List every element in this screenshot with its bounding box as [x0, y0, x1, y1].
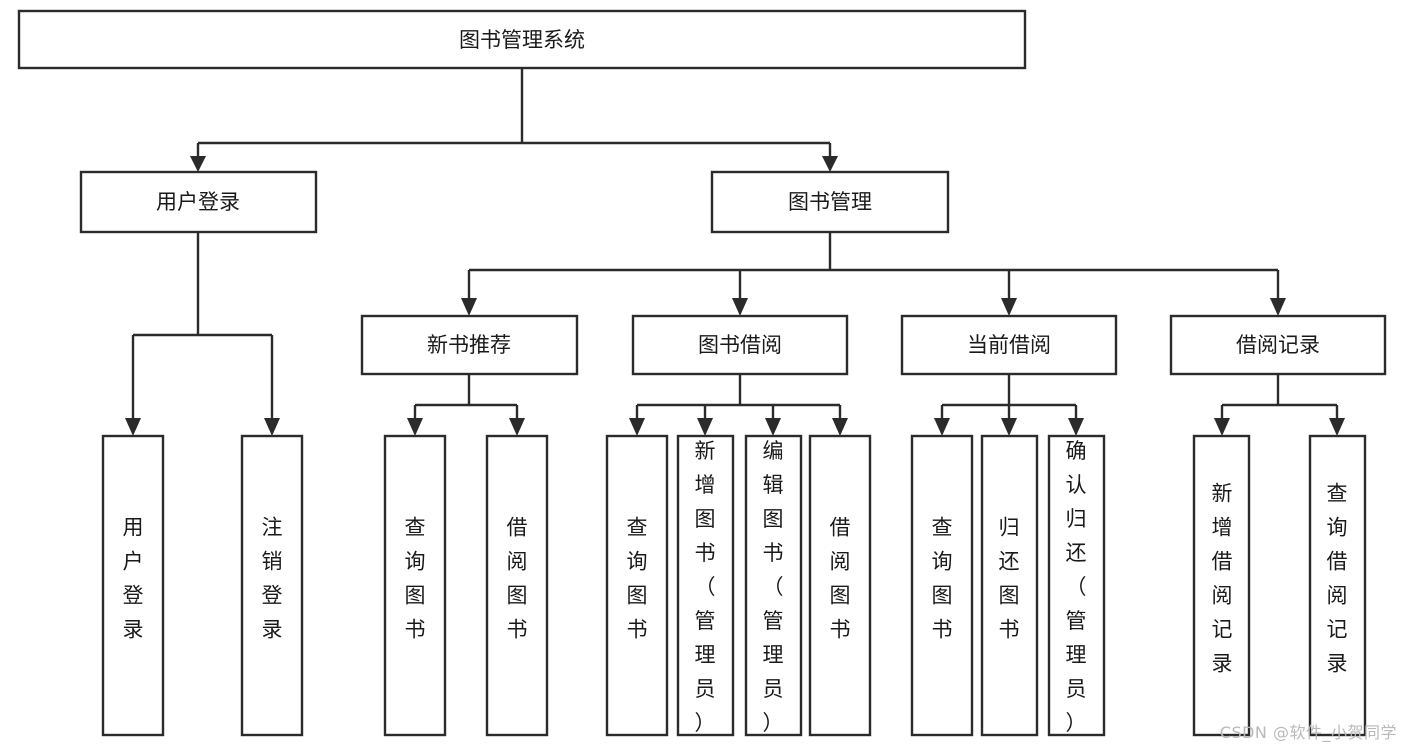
arrow-record-leaf-2 — [1329, 418, 1345, 436]
node-new-book-recommend-label: 新书推荐 — [427, 333, 511, 357]
node-book-borrow-box[interactable] — [631, 314, 849, 376]
leaf-record-query-box[interactable] — [1308, 434, 1367, 737]
leaf-node[interactable]: 编辑图书（管理员） — [744, 434, 803, 737]
node-user-login-box[interactable] — [79, 170, 318, 234]
arrow-to-book-manage — [822, 156, 838, 172]
leaf-node[interactable]: 新增借阅记录 — [1192, 434, 1251, 737]
leaf-node[interactable]: 用户登录 — [101, 434, 165, 737]
leaf-node[interactable]: 借阅图书 — [485, 434, 549, 737]
node-book-manage-box[interactable] — [710, 170, 950, 234]
connector-layer — [125, 68, 1345, 436]
leaf-record-add-box[interactable] — [1192, 434, 1251, 737]
node-borrow-record-box[interactable] — [1169, 314, 1387, 376]
leaf-record-add-label: 新增借阅记录 — [1212, 482, 1233, 676]
node-current-borrow-label: 当前借阅 — [967, 333, 1051, 357]
arrow-to-borrow-record — [1270, 298, 1286, 316]
arrow-borrow-leaf-1 — [629, 418, 645, 436]
arrow-to-user-login — [190, 156, 206, 172]
node-current-borrow[interactable]: 当前借阅 — [900, 314, 1118, 376]
node-book-manage[interactable]: 图书管理 — [710, 170, 950, 234]
leaf-borrow-query-book-box[interactable] — [605, 434, 669, 737]
leaf-logout-label: 注销登录 — [262, 516, 283, 642]
leaf-current-confirm-return-box[interactable] — [1047, 434, 1106, 737]
arrow-borrow-leaf-2 — [697, 418, 713, 436]
arrow-to-current-borrow — [1001, 298, 1017, 316]
arrow-recommend-leaf-1 — [407, 418, 423, 436]
leaf-current-query-book-box[interactable] — [910, 434, 974, 737]
leaf-record-query-label: 查询借阅记录 — [1327, 482, 1348, 676]
arrow-current-leaf-3 — [1068, 418, 1084, 436]
leaf-user-login-box[interactable] — [101, 434, 165, 737]
node-root-system-box[interactable] — [17, 9, 1027, 70]
leaf-node[interactable]: 确认归还（管理员） — [1047, 434, 1106, 737]
leaf-recommend-borrow-book-box[interactable] — [485, 434, 549, 737]
node-root-system[interactable]: 图书管理系统 — [17, 9, 1027, 70]
leaf-recommend-borrow-book-label: 借阅图书 — [507, 516, 528, 642]
leaf-current-confirm-return-label: 确认归还（管理员） — [1066, 439, 1087, 735]
leaf-logout-box[interactable] — [240, 434, 304, 737]
node-borrow-record-label: 借阅记录 — [1236, 333, 1320, 357]
leaf-borrow-edit-book-box[interactable] — [744, 434, 803, 737]
node-book-borrow[interactable]: 图书借阅 — [631, 314, 849, 376]
leaf-current-return-book-label: 归还图书 — [999, 516, 1020, 642]
leaf-borrow-edit-book-label: 编辑图书（管理员） — [763, 439, 784, 735]
leaf-borrow-borrow-book-box[interactable] — [808, 434, 872, 737]
leaf-current-return-book-box[interactable] — [980, 434, 1039, 737]
leaf-node[interactable]: 新增图书（管理员） — [676, 434, 735, 737]
leaf-node[interactable]: 借阅图书 — [808, 434, 872, 737]
node-new-book-recommend[interactable]: 新书推荐 — [360, 314, 579, 376]
arrow-current-leaf-2 — [1001, 418, 1017, 436]
leaf-recommend-query-book-label: 查询图书 — [405, 516, 426, 642]
leaf-node[interactable]: 注销登录 — [240, 434, 304, 737]
leaf-node[interactable]: 查询图书 — [910, 434, 974, 737]
arrow-userlogin-leaf-2 — [264, 418, 280, 436]
arrow-borrow-leaf-4 — [832, 418, 848, 436]
node-current-borrow-box[interactable] — [900, 314, 1118, 376]
leaf-recommend-query-book-box[interactable] — [383, 434, 447, 737]
leaf-node[interactable]: 归还图书 — [980, 434, 1039, 737]
leaf-borrow-add-book-box[interactable] — [676, 434, 735, 737]
node-book-borrow-label: 图书借阅 — [698, 333, 782, 357]
arrow-current-leaf-1 — [934, 418, 950, 436]
node-new-book-recommend-box[interactable] — [360, 314, 579, 376]
leaf-current-query-book-label: 查询图书 — [932, 516, 953, 642]
leaf-node[interactable]: 查询图书 — [383, 434, 447, 737]
arrow-to-new-book-recommend — [461, 298, 477, 316]
csdn-watermark: CSDN @软件_小贺同学 — [1219, 723, 1397, 742]
leaf-borrow-borrow-book-label: 借阅图书 — [830, 516, 851, 642]
arrow-borrow-leaf-3 — [765, 418, 781, 436]
arrow-to-book-borrow — [732, 298, 748, 316]
leaf-node[interactable]: 查询图书 — [605, 434, 669, 737]
node-user-login[interactable]: 用户登录 — [79, 170, 318, 234]
leaf-node[interactable]: 查询借阅记录 — [1308, 434, 1367, 737]
leaf-user-login-label: 用户登录 — [123, 516, 144, 642]
node-book-manage-label: 图书管理 — [788, 190, 872, 214]
arrow-recommend-leaf-2 — [509, 418, 525, 436]
leaf-borrow-query-book-label: 查询图书 — [627, 516, 648, 642]
node-borrow-record[interactable]: 借阅记录 — [1169, 314, 1387, 376]
arrow-record-leaf-1 — [1214, 418, 1230, 436]
node-user-login-label: 用户登录 — [156, 190, 240, 214]
leaf-borrow-add-book-label: 新增图书（管理员） — [695, 439, 716, 735]
node-root-system-label: 图书管理系统 — [459, 28, 585, 52]
arrow-userlogin-leaf-1 — [125, 418, 141, 436]
